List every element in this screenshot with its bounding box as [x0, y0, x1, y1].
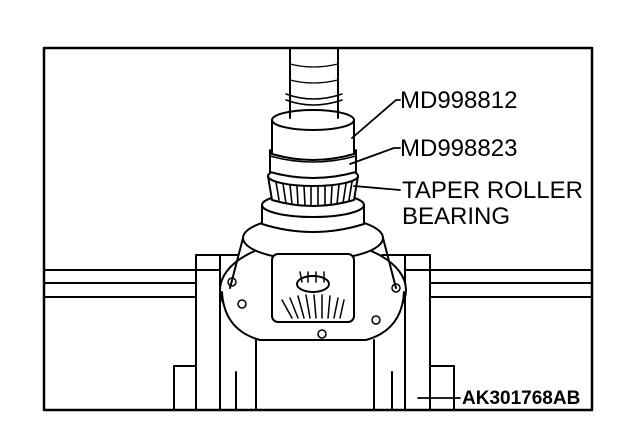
- figure-frame: [42, 46, 594, 412]
- callout-bearing-line2: BEARING: [402, 203, 510, 230]
- bench-rails: [43, 269, 593, 298]
- callout-bearing-line1: TAPER ROLLER: [402, 177, 583, 204]
- differential-case: [219, 215, 407, 341]
- callout-md998823: MD998823: [400, 135, 517, 162]
- work-stand: [173, 254, 455, 411]
- installer-md998812: [271, 109, 355, 161]
- callout-leaders: [349, 99, 461, 399]
- callout-md998812: MD998812: [400, 87, 517, 114]
- press-shaft: [285, 47, 343, 119]
- figure-code: AK301768AB: [462, 388, 580, 409]
